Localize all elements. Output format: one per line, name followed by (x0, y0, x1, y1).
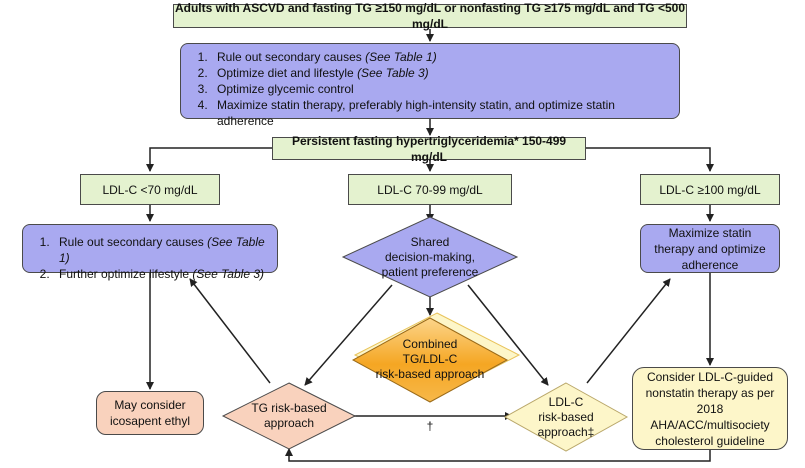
ldl-low-box: LDL-C <70 mg/dL (80, 174, 220, 205)
step-item: Optimize diet and lifestyle (See Table 3… (211, 65, 671, 81)
initial-steps-list: Rule out secondary causes (See Table 1) … (189, 49, 671, 129)
step-item: Maximize statin therapy, preferably high… (211, 97, 671, 129)
ldl-risk-label: LDL-C risk-based approach‡ (537, 395, 595, 439)
tg-risk-diamond (221, 382, 357, 450)
ldl-high-box: LDL-C ≥100 mg/dL (640, 174, 780, 205)
shared-decision-diamond (341, 216, 519, 298)
maximize-statin-box: Maximize statin therapy and optimize adh… (640, 224, 780, 273)
arrow-to-ldl-low (146, 147, 272, 172)
combined-approach-label: Combined TG/LDL-C risk-based approach (375, 337, 485, 381)
further-item: Rule out secondary causes (See Table 1) (53, 234, 269, 266)
further-item: Further optimize lifestyle (See Table 3) (53, 266, 269, 282)
ldl-mid-box: LDL-C 70-99 mg/dL (348, 174, 512, 205)
dagger-label: † (426, 419, 434, 433)
initial-steps-box: Rule out secondary causes (See Table 1) … (180, 43, 680, 128)
arrow-consider-to-tg (285, 448, 711, 462)
arrow-to-ldl-high (586, 147, 714, 172)
arrow-tg-to-left-box (189, 278, 271, 384)
further-optimize-list: Rule out secondary causes (See Table 1) … (31, 234, 269, 282)
further-optimize-box: Rule out secondary causes (See Table 1) … (22, 224, 278, 281)
nonstatin-therapy-box: Consider LDL-C-guided nonstatin therapy … (632, 367, 788, 450)
icosapent-box: May consider icosapent ethyl (96, 391, 204, 435)
arrow-shared-to-ldl-approach (467, 284, 549, 386)
tg-risk-label: TG risk-based approach (251, 401, 327, 430)
shared-decision-label: Shared decision-making, patient preferen… (381, 235, 479, 279)
arrow-shared-to-tg (304, 284, 393, 386)
ldl-risk-diamond (503, 382, 629, 452)
step-item: Optimize glycemic control (211, 81, 671, 97)
step-item: Rule out secondary causes (See Table 1) (211, 49, 671, 65)
arrow-ldl-approach-to-maximize (586, 278, 671, 384)
combined-diamond (351, 317, 509, 403)
eligibility-box: Adults with ASCVD and fasting TG ≥150 mg… (173, 1, 687, 31)
persistent-hypertriglyceridemia-box: Persistent fasting hypertriglyceridemia*… (272, 134, 586, 164)
